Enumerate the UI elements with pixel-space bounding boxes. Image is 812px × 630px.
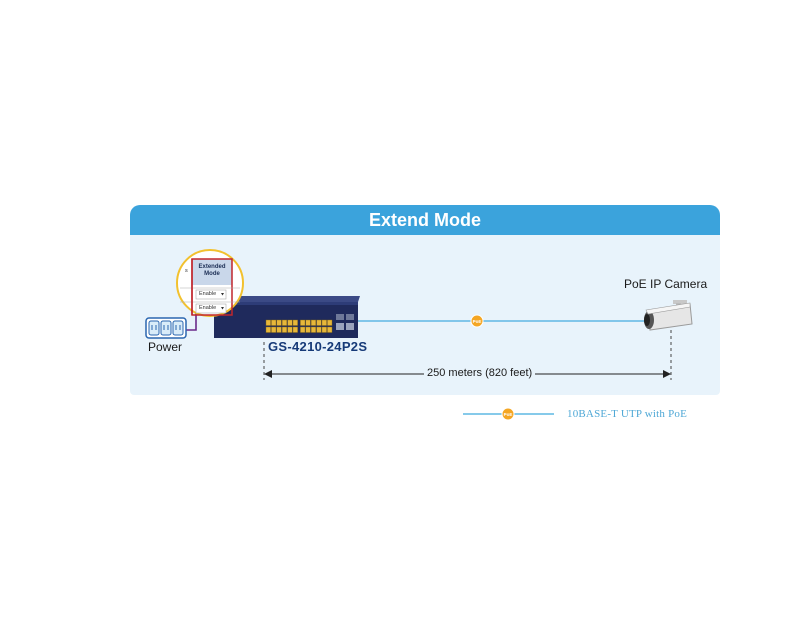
switch-port (311, 319, 317, 326)
switch-port (321, 326, 327, 333)
switch-port (292, 326, 298, 333)
switch-port (321, 319, 327, 326)
switch-port (327, 319, 333, 326)
switch-port (316, 326, 322, 333)
switch-port (282, 326, 288, 333)
switch-port (282, 319, 288, 326)
title-bar: Extend Mode (130, 205, 720, 235)
callout-select-value-1: Enable (199, 291, 217, 297)
switch-port (300, 326, 306, 333)
switch-port (265, 326, 271, 333)
diagram-title: Extend Mode (368, 210, 481, 230)
distance-label: 250 meters (820 feet) (424, 367, 536, 379)
switch-port (265, 319, 271, 326)
callout-select-value-2: Enable (199, 305, 217, 311)
switch-port (276, 319, 282, 326)
callout-edge-text: s (185, 268, 188, 274)
switch-port (305, 319, 311, 326)
switch-port (327, 326, 333, 333)
switch-port (316, 319, 322, 326)
svg-text:PoE: PoE (504, 412, 513, 417)
svg-text:PoE: PoE (473, 319, 482, 324)
power-label: Power (148, 340, 183, 354)
switch-port (300, 319, 306, 326)
switch-model-label: GS-4210-24P2S (268, 339, 368, 354)
switch-port (271, 319, 277, 326)
callout-column-header: Extended Mode (198, 264, 226, 277)
power-outlet-icon (145, 317, 187, 339)
poe-badge-icon: PoE (470, 314, 484, 328)
switch-port (287, 326, 293, 333)
switch-port (276, 326, 282, 333)
legend-label: 10BASE-T UTP with PoE (567, 408, 688, 420)
switch-port (305, 326, 311, 333)
switch-port (287, 319, 293, 326)
zoom-callout (176, 249, 244, 317)
switch-port (271, 326, 277, 333)
legend-cable-icon: PoE (463, 407, 554, 421)
camera-label: PoE IP Camera (624, 277, 708, 291)
switch-port (311, 326, 317, 333)
switch-port (292, 319, 298, 326)
poe-switch-icon (214, 296, 360, 338)
ip-camera-icon (644, 300, 693, 331)
